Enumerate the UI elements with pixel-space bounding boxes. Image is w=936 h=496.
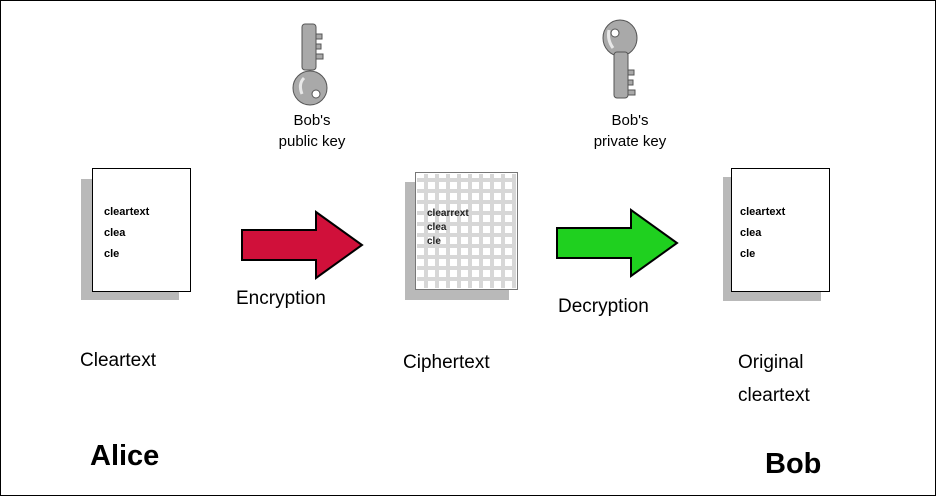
bob-label: Bob: [765, 448, 822, 480]
private-key-label: Bob's private key: [562, 110, 698, 152]
original-document: cleartext clea cle: [731, 168, 830, 292]
ciphertext-line-1: clearrext: [427, 208, 469, 219]
cleartext-caption: Cleartext: [80, 350, 157, 371]
private-key-icon: [602, 19, 638, 99]
decryption-arrow: [556, 208, 679, 278]
cleartext-line-1: cleartext: [104, 206, 150, 218]
public-key-label: Bob's public key: [254, 110, 370, 152]
private-key-label-line2: private key: [593, 133, 667, 150]
original-caption-line1: Original: [738, 352, 804, 373]
ciphertext-document: clearrext clea cle: [415, 172, 518, 290]
original-line-2: clea: [740, 227, 762, 239]
private-key-label-line1: Bob's: [611, 112, 649, 129]
cleartext-document: cleartext clea cle: [92, 168, 191, 292]
ciphertext-line-3: cle: [427, 236, 441, 247]
ciphertext-noise-pattern: [417, 174, 516, 288]
encryption-arrow: [241, 210, 364, 280]
public-key-label-line1: Bob's: [293, 112, 331, 129]
ciphertext-caption: Ciphertext: [403, 352, 490, 373]
decryption-label: Decryption: [558, 296, 649, 317]
original-line-1: cleartext: [740, 206, 786, 218]
public-key-label-line2: public key: [278, 133, 346, 150]
cleartext-line-3: cle: [104, 248, 120, 260]
public-key-icon: [292, 23, 328, 106]
cleartext-line-2: clea: [104, 227, 126, 239]
encryption-label: Encryption: [236, 288, 326, 309]
original-caption-line2: cleartext: [738, 385, 810, 406]
original-line-3: cle: [740, 248, 756, 260]
original-cleartext-caption: Original cleartext: [738, 346, 810, 412]
ciphertext-line-2: clea: [427, 222, 447, 233]
alice-label: Alice: [90, 440, 160, 472]
